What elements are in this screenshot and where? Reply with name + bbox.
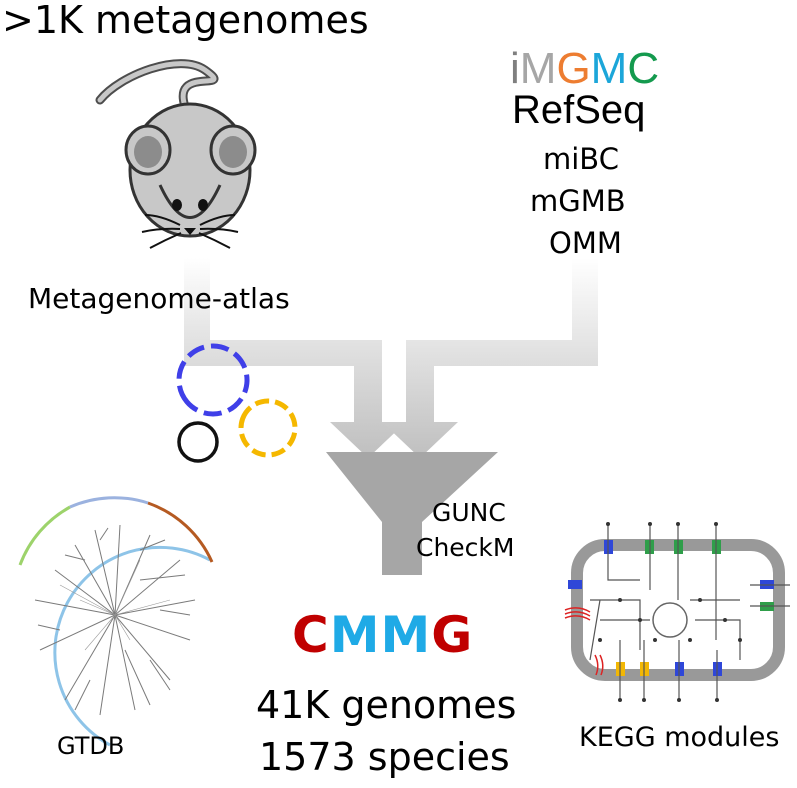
mgmb-database-label: mGMB [530,184,626,218]
cmmg-letter-3: G [431,606,474,664]
mibc-database-label: miBC [543,142,619,176]
imgmc-letter-4: C [627,44,660,93]
checkm-tool-label: CheckM [416,533,515,562]
gtdb-label: GTDB [57,732,125,760]
kegg-cell-diagram [564,522,790,702]
cmmg-letter-1: M [329,606,381,664]
refseq-database-label: RefSeq [512,88,646,132]
cmmg-letter-0: C [292,606,330,664]
genome-count: 41K genomes [256,683,517,727]
metagenome-atlas-label: Metagenome-atlas [28,282,290,315]
mouse-icon [95,59,257,249]
species-count: 1573 species [259,735,510,779]
black-bin-icon [177,421,219,463]
imgmc-letter-1: M [519,44,557,93]
cmmg-letter-2: M [380,606,432,664]
imgmc-letter-3: M [590,44,628,93]
metagenomes-title: >1K metagenomes [2,0,369,42]
kegg-modules-label: KEGG modules [579,722,780,753]
phylogenetic-tree-icon [18,496,214,747]
cmmg-title: CMMG [292,606,473,664]
yellow-bin-icon [238,398,298,458]
imgmc-database-label: iMGMC [510,44,659,94]
imgmc-letter-2: G [556,44,591,93]
imgmc-letter-0: i [510,44,520,93]
right-flow-arrow [382,258,598,458]
funnel-icon [326,452,498,575]
gunc-tool-label: GUNC [432,498,506,527]
omm-database-label: OMM [549,226,622,260]
blue-bin-icon [176,343,250,417]
left-flow-arrow [184,258,406,458]
